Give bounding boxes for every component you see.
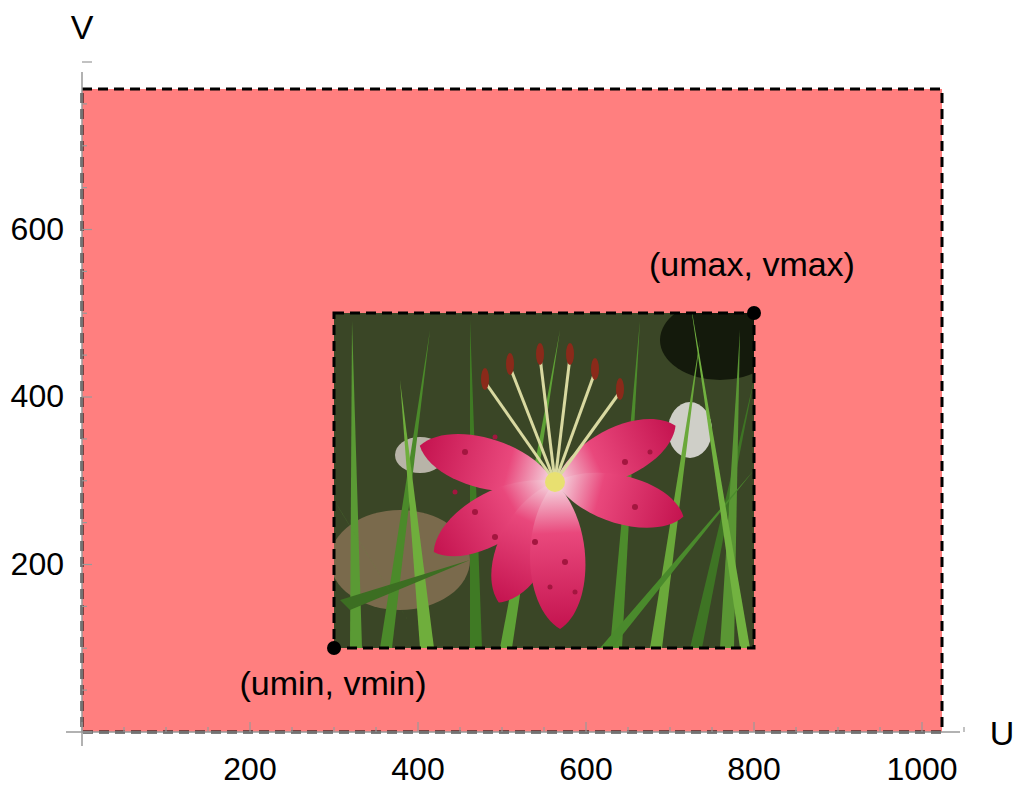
tick-label: 400 (391, 752, 444, 787)
tick-mark (753, 722, 754, 732)
tick-mark (879, 727, 880, 732)
tick-mark (81, 722, 82, 732)
tick-mark (711, 727, 712, 732)
corner-point (747, 306, 761, 320)
tick-mark (585, 722, 586, 732)
v-axis (81, 72, 83, 746)
tick-mark (82, 522, 87, 523)
tick-label: 400 (11, 379, 64, 414)
tick-mark (249, 722, 250, 732)
tick-mark (291, 727, 292, 732)
tick-mark (501, 727, 502, 732)
tick-mark (543, 727, 544, 732)
tick-mark (82, 229, 92, 230)
tick-label: 800 (727, 752, 780, 787)
tick-mark (123, 727, 124, 732)
tick-label: 600 (559, 752, 612, 787)
tick-label: 1000 (886, 752, 957, 787)
tick-label: 200 (11, 547, 64, 582)
axis-title: V (71, 9, 94, 46)
tick-mark (82, 187, 87, 188)
tick-mark (795, 727, 796, 732)
tick-mark (82, 396, 92, 397)
tick-mark (82, 606, 87, 607)
leaves (334, 313, 754, 648)
tick-mark (82, 564, 92, 565)
tick-mark (82, 731, 92, 732)
tick-mark (82, 103, 87, 104)
tick-mark (921, 722, 922, 732)
tick-mark (82, 313, 87, 314)
lily-photo (334, 313, 754, 648)
u-axis (66, 731, 960, 733)
axes (66, 62, 964, 746)
corner-point (327, 641, 341, 655)
tick-mark (82, 145, 87, 146)
tick-mark (82, 690, 87, 691)
tick-mark (165, 727, 166, 732)
point-label: (umin, vmin) (239, 665, 426, 702)
tick-mark (375, 727, 376, 732)
photo-shadow (660, 313, 754, 380)
tick-mark (627, 727, 628, 732)
tick-mark (82, 271, 87, 272)
tick-mark (837, 727, 838, 732)
tick-mark (459, 727, 460, 732)
tick-mark (82, 355, 87, 356)
tick-mark (963, 727, 964, 732)
tick-label: 600 (11, 212, 64, 247)
tick-mark (207, 727, 208, 732)
tick-mark (669, 727, 670, 732)
tick-label: 200 (223, 752, 276, 787)
tick-mark (82, 480, 87, 481)
tick-mark (417, 722, 418, 732)
image-border (334, 313, 754, 648)
tick-mark (82, 438, 87, 439)
outer-region (82, 89, 942, 732)
outer-border (82, 89, 942, 732)
tick-mark (82, 648, 87, 649)
point-label: (umax, vmax) (649, 246, 855, 283)
tick-mark (82, 61, 92, 62)
lily-flower (413, 343, 689, 630)
tick-mark (333, 727, 334, 732)
axis-title: U (990, 715, 1015, 752)
